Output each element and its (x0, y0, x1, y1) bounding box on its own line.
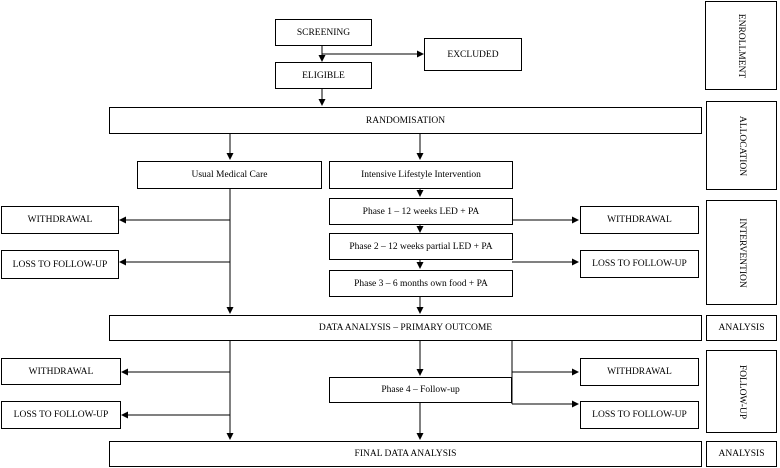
phase3-label: Phase 3 – 6 months own food + PA (354, 278, 488, 289)
screening-box: SCREENING (275, 19, 372, 46)
stage-enrollment: ENROLLMENT (705, 1, 777, 90)
stage-intervention: INTERVENTION (706, 200, 777, 305)
withdrawal-right-2: WITHDRAWAL (580, 358, 699, 386)
excluded-label: EXCLUDED (447, 49, 499, 60)
loss-label: LOSS TO FOLLOW-UP (592, 259, 687, 269)
eligible-label: ELIGIBLE (302, 70, 345, 81)
loss-label: LOSS TO FOLLOW-UP (12, 259, 108, 270)
randomisation-box: RANDOMISATION (109, 107, 702, 134)
usual-care-box: Usual Medical Care (137, 161, 322, 189)
stage-intervention-label: INTERVENTION (736, 217, 747, 288)
withdrawal-label: WITHDRAWAL (27, 215, 93, 225)
stage-analysis-final: ANALYSIS (706, 441, 777, 467)
withdrawal-left-1: WITHDRAWAL (1, 206, 119, 234)
phase3-box: Phase 3 – 6 months own food + PA (329, 270, 513, 297)
phase2-box: Phase 2 – 12 weeks partial LED + PA (329, 233, 513, 260)
withdrawal-right-1: WITHDRAWAL (580, 206, 699, 234)
withdrawal-label: WITHDRAWAL (28, 366, 94, 377)
loss-label: LOSS TO FOLLOW-UP (592, 410, 687, 420)
loss-left-1: LOSS TO FOLLOW-UP (1, 250, 119, 279)
withdrawal-label: WITHDRAWAL (607, 215, 672, 225)
usual-care-label: Usual Medical Care (191, 170, 268, 180)
stage-allocation: ALLOCATION (706, 101, 777, 190)
loss-left-2: LOSS TO FOLLOW-UP (1, 401, 121, 429)
excluded-box: EXCLUDED (424, 38, 522, 71)
primary-outcome-label: DATA ANALYSIS – PRIMARY OUTCOME (318, 323, 493, 333)
phase2-label: Phase 2 – 12 weeks partial LED + PA (349, 241, 493, 252)
screening-label: SCREENING (296, 27, 351, 38)
withdrawal-label: WITHDRAWAL (607, 367, 672, 377)
phase1-box: Phase 1 – 12 weeks LED + PA (329, 198, 513, 225)
eligible-box: ELIGIBLE (275, 62, 372, 89)
loss-right-1: LOSS TO FOLLOW-UP (580, 250, 699, 278)
phase1-label: Phase 1 – 12 weeks LED + PA (362, 206, 480, 217)
final-analysis-box: FINAL DATA ANALYSIS (109, 441, 702, 467)
stage-analysis-primary: ANALYSIS (706, 315, 777, 341)
loss-right-2: LOSS TO FOLLOW-UP (580, 401, 699, 429)
primary-outcome-box: DATA ANALYSIS – PRIMARY OUTCOME (109, 315, 702, 341)
phase4-label: Phase 4 – Follow-up (381, 385, 460, 395)
intensive-intervention-box: Intensive Lifestyle Intervention (329, 161, 513, 189)
final-analysis-label: FINAL DATA ANALYSIS (354, 449, 457, 459)
stage-enrollment-label: ENROLLMENT (736, 13, 746, 78)
stage-followup: FOLLOW-UP (706, 350, 777, 433)
withdrawal-left-2: WITHDRAWAL (1, 358, 121, 385)
loss-label: LOSS TO FOLLOW-UP (13, 410, 109, 420)
randomisation-label: RANDOMISATION (365, 115, 446, 126)
stage-analysis-final-label: ANALYSIS (718, 449, 765, 459)
intensive-intervention-label: Intensive Lifestyle Intervention (361, 170, 481, 180)
phase4-box: Phase 4 – Follow-up (329, 377, 512, 403)
stage-allocation-label: ALLOCATION (736, 115, 747, 176)
stage-followup-label: FOLLOW-UP (736, 364, 747, 419)
stage-analysis-primary-label: ANALYSIS (718, 323, 765, 333)
